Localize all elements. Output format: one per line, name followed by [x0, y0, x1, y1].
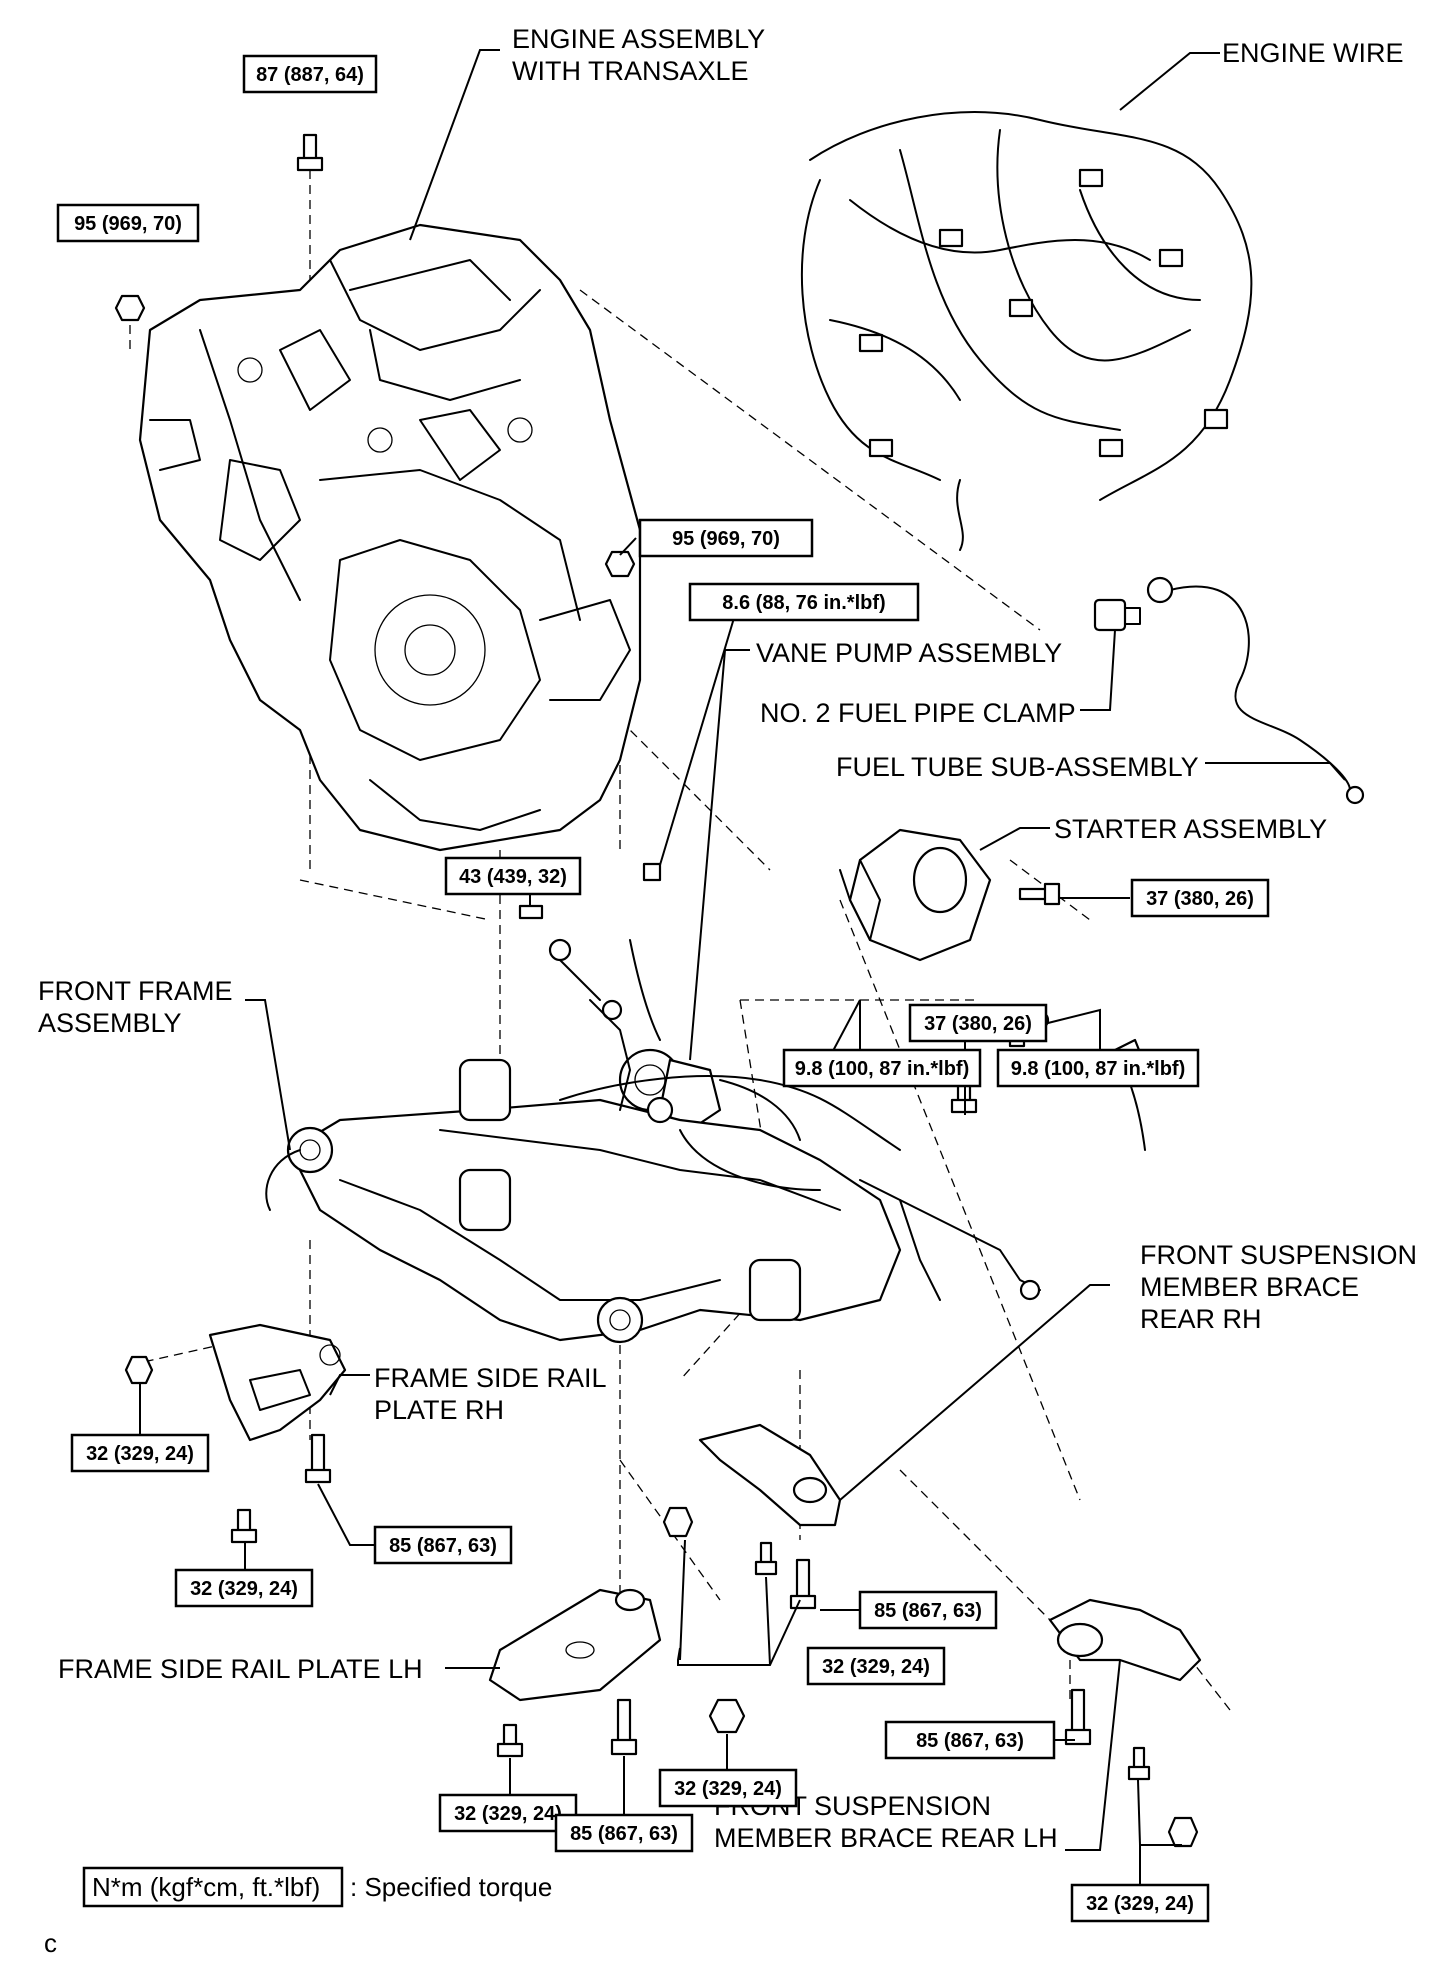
front-frame-drawing	[265, 938, 1041, 1344]
frame-side-rail-plate-lh-drawing	[488, 1588, 746, 1734]
torque-95-center: 95 (969, 70)	[672, 528, 780, 550]
torque-32-brace-rh: 32 (329, 24)	[822, 1656, 930, 1678]
label-brace-rear-rh-line3: REAR RH	[1140, 1304, 1262, 1334]
torque-8-6: 8.6 (88, 76 in.*lbf)	[722, 592, 885, 614]
torque-85-rail-rh: 85 (867, 63)	[389, 1535, 497, 1557]
label-fuel-tube: FUEL TUBE SUB-ASSEMBLY	[836, 752, 1199, 782]
frame-side-rail-plate-rh-drawing	[124, 1323, 347, 1442]
torque-95-left: 95 (969, 70)	[74, 213, 182, 235]
label-rail-plate-lh: FRAME SIDE RAIL PLATE LH	[58, 1654, 423, 1684]
label-starter: STARTER ASSEMBLY	[1054, 814, 1327, 844]
engine-wire-drawing	[800, 111, 1253, 551]
torque-32-rail-lh-bolt: 32 (329, 24)	[454, 1803, 562, 1825]
label-brace-rear-rh: FRONT SUSPENSION	[1140, 1240, 1417, 1270]
front-suspension-brace-rear-lh-drawing	[1048, 1598, 1202, 1848]
torque-85-brace-lh: 85 (867, 63)	[916, 1730, 1024, 1752]
front-suspension-brace-rear-rh-drawing	[662, 1423, 842, 1538]
label-engine-wire: ENGINE WIRE	[1222, 38, 1404, 68]
torque-9-8-left: 9.8 (100, 87 in.*lbf)	[795, 1058, 970, 1080]
corner-mark: c	[44, 1928, 57, 1958]
torque-32-rail-rh-nut: 32 (329, 24)	[86, 1443, 194, 1465]
torque-32-brace-lh: 32 (329, 24)	[1086, 1893, 1194, 1915]
torque-boxes: 87 (887, 64) 95 (969, 70) 95 (969, 70) 8…	[56, 54, 1270, 1923]
torque-37-starter-lower: 37 (380, 26)	[924, 1013, 1032, 1035]
engine-assembly-drawing	[138, 223, 642, 852]
torque-37-starter-upper: 37 (380, 26)	[1146, 888, 1254, 910]
fuel-tube-drawing	[1093, 576, 1365, 805]
label-engine-assembly: ENGINE ASSEMBLY	[512, 24, 765, 54]
torque-32-rail-lh-nut: 32 (329, 24)	[674, 1778, 782, 1800]
torque-85-rail-lh: 85 (867, 63)	[570, 1823, 678, 1845]
torque-32-rail-rh-bolt: 32 (329, 24)	[190, 1578, 298, 1600]
legend-unit: N*m (kgf*cm, ft.*lbf)	[92, 1872, 320, 1902]
label-engine-assembly-line2: WITH TRANSAXLE	[512, 56, 749, 86]
label-vane-pump: VANE PUMP ASSEMBLY	[756, 638, 1062, 668]
label-front-frame-line2: ASSEMBLY	[38, 1008, 182, 1038]
part-labels: ENGINE ASSEMBLY WITH TRANSAXLE ENGINE WI…	[38, 24, 1417, 1853]
torque-legend: N*m (kgf*cm, ft.*lbf) : Specified torque	[82, 1866, 552, 1908]
fasteners	[114, 133, 1151, 1781]
label-brace-rear-lh-line2: MEMBER BRACE REAR LH	[714, 1823, 1058, 1853]
label-rail-plate-rh: FRAME SIDE RAIL	[374, 1363, 607, 1393]
starter-assembly-drawing	[839, 828, 1147, 1151]
label-rail-plate-rh-line2: PLATE RH	[374, 1395, 504, 1425]
label-front-frame: FRONT FRAME	[38, 976, 233, 1006]
label-fuel-pipe-clamp: NO. 2 FUEL PIPE CLAMP	[760, 698, 1076, 728]
torque-43: 43 (439, 32)	[459, 866, 567, 888]
torque-9-8-right: 9.8 (100, 87 in.*lbf)	[1011, 1058, 1186, 1080]
torque-85-brace-rh: 85 (867, 63)	[874, 1600, 982, 1622]
label-brace-rear-rh-line2: MEMBER BRACE	[1140, 1272, 1359, 1302]
legend-description: : Specified torque	[350, 1872, 552, 1902]
torque-87: 87 (887, 64)	[256, 64, 364, 86]
leader-lines	[139, 49, 1346, 1885]
